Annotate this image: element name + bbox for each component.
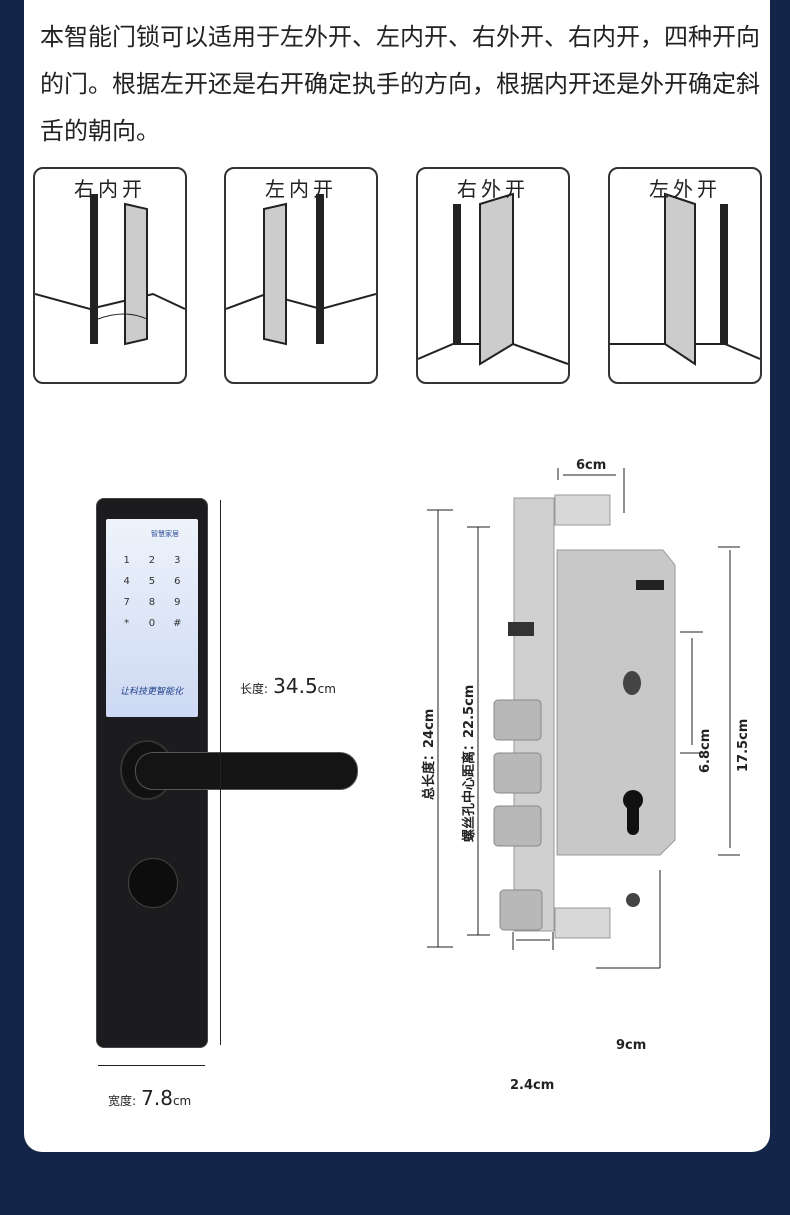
key-3[interactable]: 3 — [174, 555, 181, 566]
door-label: 右外开 — [457, 177, 529, 201]
screw-distance-label: 螺丝孔中心距离：22.5cm — [462, 684, 477, 842]
keypad: 1 2 3 4 5 6 7 8 9 * 0 # — [114, 555, 190, 629]
door-right-inward-illustration — [35, 194, 185, 346]
width-unit: cm — [172, 1094, 192, 1108]
dimension-lines — [427, 468, 740, 969]
handle-lever[interactable] — [135, 752, 358, 790]
key-star[interactable]: * — [124, 618, 130, 629]
faceplate-width-label: 2.4cm — [510, 1078, 555, 1093]
length-dimension: 长度: 34.5cm — [240, 674, 336, 698]
key-bell-hash[interactable]: # — [173, 618, 182, 629]
door-diagram-left-inward: 左内开 — [224, 167, 378, 384]
key-5[interactable]: 5 — [148, 576, 156, 587]
length-label: 长度: — [240, 682, 269, 696]
length-dimension-line — [220, 500, 221, 1045]
key-2[interactable]: 2 — [148, 555, 156, 566]
door-diagram-right-inward: 右内开 — [33, 167, 187, 384]
door-left-inward-illustration — [226, 194, 376, 346]
handle-cylinder-distance-label: 6.8cm — [698, 728, 713, 773]
length-unit: cm — [317, 682, 336, 696]
key-8[interactable]: 8 — [148, 597, 156, 608]
key-9[interactable]: 9 — [174, 597, 181, 608]
door-label: 左内开 — [265, 177, 337, 201]
total-length-label: 总长度：24cm — [422, 708, 437, 800]
description-text: 本智能门锁可以适用于左外开、左内开、右外开、右内开，四种开向的门。根据左开还是右… — [40, 23, 760, 145]
width-dimension-line — [98, 1065, 205, 1066]
body-width-label: 9cm — [616, 1038, 647, 1053]
key-1[interactable]: 1 — [123, 555, 130, 566]
door-diagram-left-outward: 左外开 — [608, 167, 762, 384]
width-label: 宽度: — [108, 1094, 137, 1108]
key-7[interactable]: 7 — [123, 597, 130, 608]
width-value: 7.8 — [141, 1086, 173, 1110]
top-width-label: 6cm — [576, 458, 607, 473]
door-left-outward-illustration — [610, 192, 760, 366]
door-label: 左外开 — [649, 177, 721, 201]
body-height-label: 17.5cm — [736, 718, 751, 772]
mortise-lock-diagram — [427, 468, 740, 969]
key-0[interactable]: 0 — [148, 618, 156, 629]
door-diagram-right-outward: 右外开 — [416, 167, 570, 384]
slogan: 让科技更智能化 — [120, 687, 184, 697]
key-6[interactable]: 6 — [174, 576, 181, 587]
door-label: 右内开 — [74, 177, 146, 201]
lock-touchscreen: 智慧家居 1 2 3 4 5 6 7 8 9 * 0 # 让科技更智能化 — [106, 519, 198, 717]
brand-logo: 智慧家居 — [151, 530, 179, 538]
length-value: 34.5 — [273, 674, 318, 698]
door-right-outward-illustration — [418, 192, 568, 366]
fingerprint-sensor — [128, 858, 178, 908]
width-dimension: 宽度: 7.8cm — [108, 1086, 191, 1110]
key-4[interactable]: 4 — [123, 576, 130, 587]
